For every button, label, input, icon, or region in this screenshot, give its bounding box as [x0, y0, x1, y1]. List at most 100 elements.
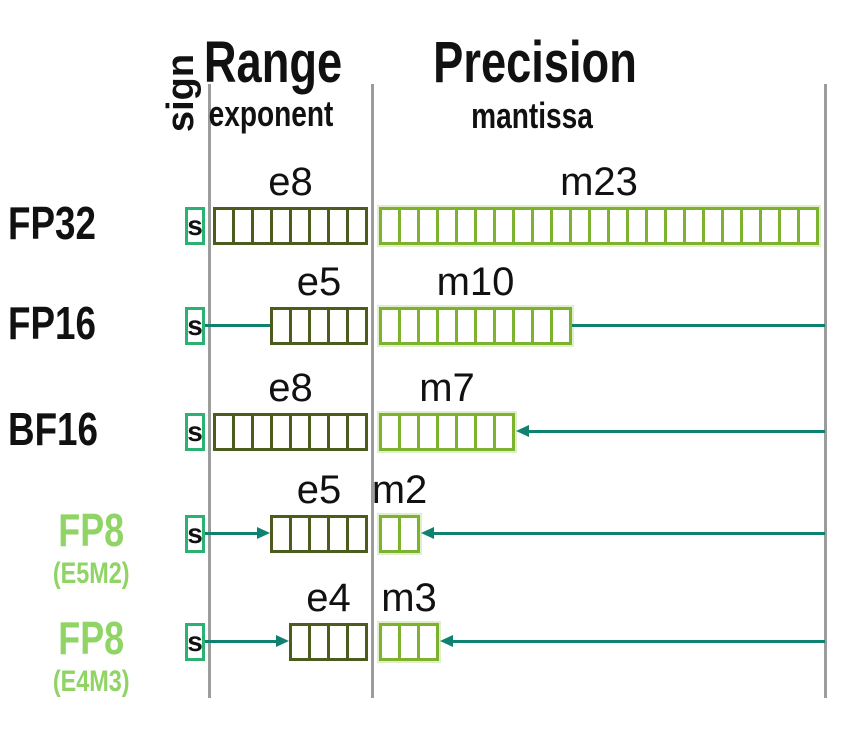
bit-cell — [553, 210, 572, 242]
format-name-text: FP8 — [58, 612, 124, 664]
bit-cell — [420, 210, 439, 242]
bit-cell — [311, 518, 330, 550]
format-name-text: FP32 — [8, 197, 96, 249]
bit-cell — [349, 210, 365, 242]
bit-cell — [292, 626, 311, 658]
exponent-bits-label: e5 — [296, 260, 342, 304]
bit-cell — [629, 210, 648, 242]
sign-bit-label: s — [187, 518, 203, 549]
bit-cell — [382, 416, 401, 448]
bit-cell — [216, 416, 235, 448]
sign-bit-label: s — [187, 310, 203, 341]
bit-cell — [534, 310, 553, 342]
divider-right-edge — [824, 84, 827, 698]
bit-cell — [292, 210, 311, 242]
bit-cell — [458, 210, 477, 242]
bit-cell — [401, 210, 420, 242]
left-connector-arrowhead — [276, 635, 289, 647]
bit-cell — [330, 416, 349, 448]
format-name: BF16 — [8, 406, 120, 458]
range-header: Range — [203, 30, 343, 95]
format-name: FP16 — [8, 300, 118, 352]
precision-header: Precision — [433, 30, 637, 95]
bit-cell — [254, 416, 273, 448]
bit-cell — [477, 210, 496, 242]
format-row: FP8 (E4M3) s e4 m3 — [0, 576, 853, 697]
bit-cell — [292, 310, 311, 342]
bit-cell — [311, 210, 330, 242]
format-name-text: BF16 — [8, 403, 98, 455]
bit-cell — [477, 310, 496, 342]
bit-cell — [216, 210, 235, 242]
mantissa-bits-label: m7 — [419, 366, 475, 410]
right-connector-arrowhead — [421, 527, 434, 539]
exponent-bits-label: e8 — [268, 160, 313, 204]
bit-cell — [382, 310, 401, 342]
mantissa-bits-label: m3 — [381, 576, 437, 620]
bit-cell — [591, 210, 610, 242]
bit-cell — [477, 416, 496, 448]
bit-cell — [311, 416, 330, 448]
left-connector-line — [205, 532, 259, 535]
bit-cell — [349, 416, 365, 448]
mantissa-bit-group — [379, 207, 819, 245]
divider-exponent-mantissa — [371, 84, 374, 698]
format-row: FP32 s e8 m23 — [0, 160, 853, 252]
format-subname-text: (E5M2) — [52, 557, 130, 590]
format-name: FP8 (E4M3) — [0, 615, 182, 697]
bit-cell — [534, 210, 553, 242]
bit-cell — [330, 310, 349, 342]
bit-cell — [458, 310, 477, 342]
bit-cell — [515, 310, 534, 342]
bit-cell — [330, 210, 349, 242]
format-row: FP8 (E5M2) s e5 m2 — [0, 468, 853, 589]
bit-cell — [292, 518, 311, 550]
right-connector-line — [450, 640, 825, 643]
left-connector-line — [205, 640, 278, 643]
bit-cell — [648, 210, 667, 242]
exponent-bit-group — [213, 207, 368, 245]
bit-cell — [401, 518, 417, 550]
exponent-bit-group — [270, 307, 368, 345]
bit-cell — [382, 518, 401, 550]
mantissa-bit-group — [379, 515, 420, 553]
bit-cell — [439, 210, 458, 242]
sign-bit-label: s — [187, 210, 203, 241]
bit-cell — [420, 416, 439, 448]
bit-cell — [382, 210, 401, 242]
bit-cell — [311, 310, 330, 342]
bit-cell — [273, 210, 292, 242]
exponent-bits-label: e4 — [306, 576, 351, 620]
exponent-bit-group — [289, 623, 368, 661]
bit-cell — [439, 416, 458, 448]
format-name: FP8 (E5M2) — [0, 507, 182, 589]
mantissa-bits-label: m10 — [436, 260, 515, 304]
bit-cell — [800, 210, 816, 242]
left-connector-line — [205, 324, 270, 327]
exponent-bits-label: e5 — [296, 468, 342, 512]
sign-bit-box: s — [185, 307, 205, 345]
mantissa-column-header: mantissa — [471, 95, 593, 136]
bit-cell — [330, 626, 349, 658]
bit-cell — [610, 210, 629, 242]
bit-cell — [724, 210, 743, 242]
sign-bit-label: s — [187, 626, 203, 657]
bit-cell — [781, 210, 800, 242]
bit-cell — [743, 210, 762, 242]
sign-bit-label: s — [187, 416, 203, 447]
format-name-text: FP16 — [8, 297, 96, 349]
sign-bit-box: s — [185, 623, 205, 661]
bit-cell — [349, 626, 365, 658]
bit-cell — [349, 310, 365, 342]
right-connector-line — [431, 532, 825, 535]
bit-cell — [349, 518, 365, 550]
exponent-column-header: exponent — [208, 93, 334, 134]
right-connector-arrowhead — [516, 425, 529, 437]
left-connector-arrowhead — [257, 527, 270, 539]
bit-cell — [311, 626, 330, 658]
mantissa-bits-label: m23 — [560, 160, 638, 204]
bit-cell — [273, 518, 292, 550]
divider-sign-exponent — [208, 84, 211, 698]
bit-cell — [273, 310, 292, 342]
bit-cell — [762, 210, 781, 242]
